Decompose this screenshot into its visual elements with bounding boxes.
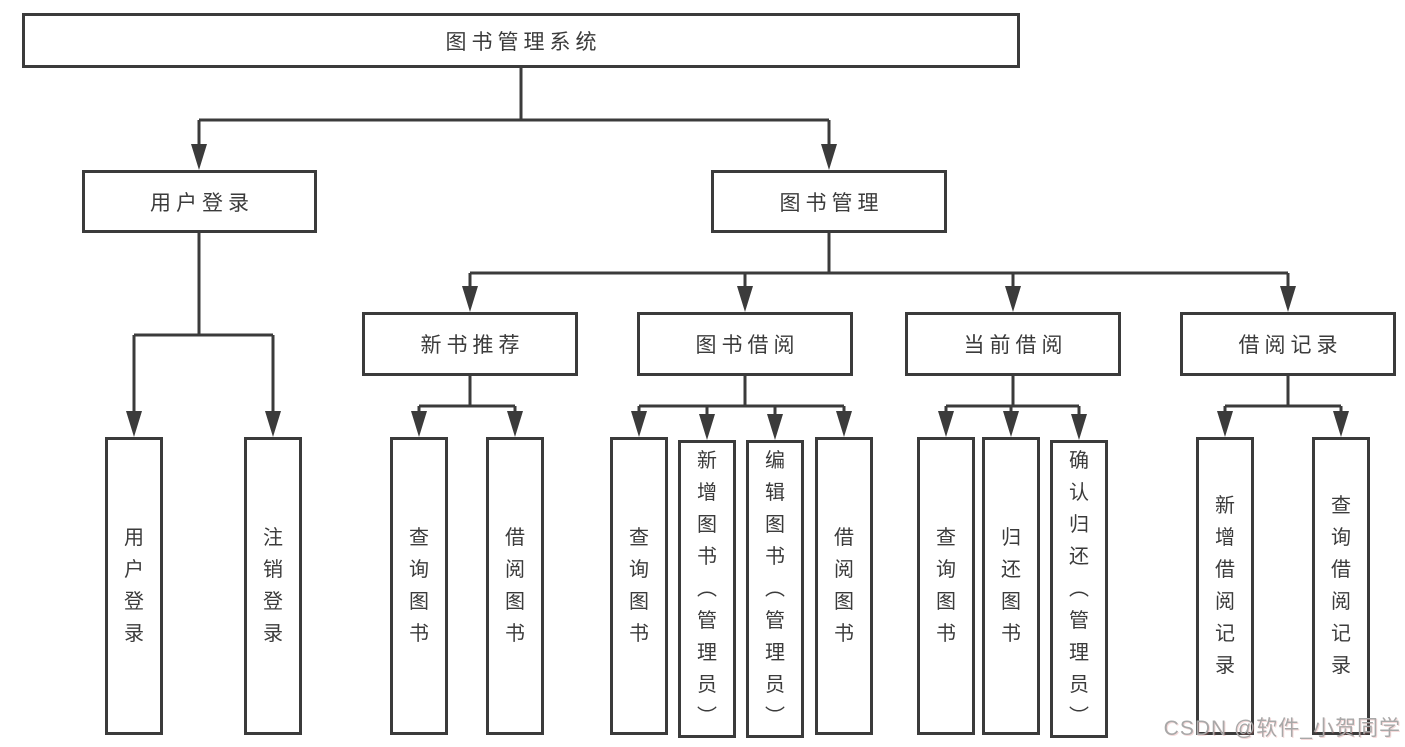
leaf-label: 查询图书 — [409, 527, 429, 645]
csdn-watermark: CSDN @软件_小贺同学 — [1163, 717, 1401, 740]
leaf-label: 新增借阅记录 — [1215, 495, 1235, 677]
node-book-management-label: 图书管理 — [779, 191, 884, 215]
node-new-book-recommendation: 新书推荐 — [362, 312, 578, 376]
leaf-label: 编辑图书︵管理员︶ — [765, 450, 785, 728]
node-current-borrowing-label: 当前借阅 — [963, 334, 1068, 357]
node-user-login-label: 用户登录 — [150, 191, 254, 215]
leaf-label: 确认归还︵管理员︶ — [1069, 450, 1089, 728]
leaf-label: 查询借阅记录 — [1331, 495, 1351, 677]
node-book-management: 图书管理 — [711, 170, 947, 233]
node-book-borrowing: 图书借阅 — [637, 312, 853, 376]
node-root-label: 图书管理系统 — [445, 30, 602, 54]
leaf-user-login-action: 用户登录 — [105, 437, 163, 735]
leaf-records-query-record: 查询借阅记录 — [1312, 437, 1370, 735]
leaf-current-return-books: 归还图书 — [982, 437, 1040, 735]
leaf-label: 查询图书 — [629, 527, 649, 645]
leaf-borrowing-add-books-admin: 新增图书︵管理员︶ — [678, 440, 736, 738]
leaf-label: 归还图书 — [1001, 527, 1021, 645]
node-user-login: 用户登录 — [82, 170, 317, 233]
leaf-current-query-books: 查询图书 — [917, 437, 975, 735]
leaf-label: 借阅图书 — [834, 527, 854, 645]
leaf-current-confirm-return-admin: 确认归还︵管理员︶ — [1050, 440, 1108, 738]
leaf-label: 用户登录 — [124, 527, 144, 645]
leaf-borrowing-query-books: 查询图书 — [610, 437, 668, 735]
node-book-borrowing-label: 图书借阅 — [695, 334, 800, 357]
connector-line — [132, 68, 1343, 416]
leaf-logout: 注销登录 — [244, 437, 302, 735]
leaf-borrowing-edit-books-admin: 编辑图书︵管理员︶ — [746, 440, 804, 738]
leaf-borrowing-borrow-books: 借阅图书 — [815, 437, 873, 735]
leaf-recommend-borrow-books: 借阅图书 — [486, 437, 544, 735]
node-borrowing-records: 借阅记录 — [1180, 312, 1396, 376]
leaf-label: 注销登录 — [263, 527, 283, 645]
leaf-recommend-query-books: 查询图书 — [390, 437, 448, 735]
node-new-book-recommendation-label: 新书推荐 — [420, 334, 525, 357]
leaf-records-add-record: 新增借阅记录 — [1196, 437, 1254, 735]
node-borrowing-records-label: 借阅记录 — [1238, 334, 1343, 357]
leaf-label: 新增图书︵管理员︶ — [697, 450, 717, 728]
node-current-borrowing: 当前借阅 — [905, 312, 1121, 376]
leaf-label: 查询图书 — [936, 527, 956, 645]
leaf-label: 借阅图书 — [505, 527, 525, 645]
node-root: 图书管理系统 — [22, 13, 1020, 68]
